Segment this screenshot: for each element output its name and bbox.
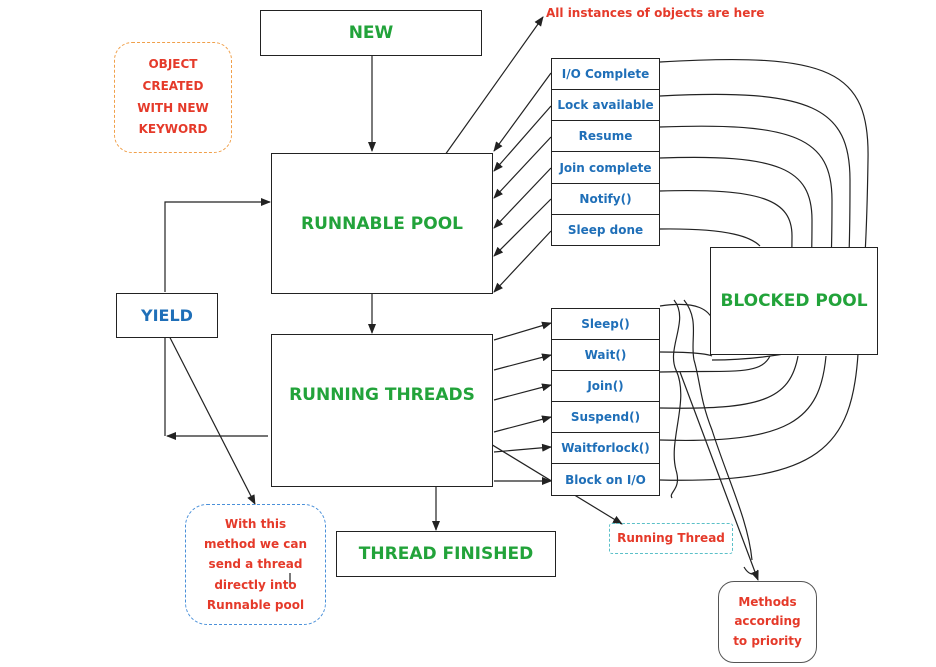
method-label: Sleep() [581,317,630,331]
yield-box: YIELD [116,293,218,338]
priority-curve-left [670,299,682,499]
arrow-io-complete [493,72,552,152]
yield-method-text: With this method we can send a thread di… [203,516,308,613]
method-label: Suspend() [570,410,641,424]
arrow-resume [493,136,552,199]
runnable-pool-label: RUNNABLE POOL [300,213,464,234]
curve-wait-to-blocked [659,351,713,357]
thread-finished-label: THREAD FINISHED [358,544,534,564]
all-instances-label: All instances of objects are here [546,6,764,20]
curve-suspend-to-blocked [659,355,799,409]
new-label: NEW [348,23,394,43]
object-created-note: OBJECT CREATED WITH NEW KEYWORD [114,42,232,153]
event-label: Notify() [579,192,632,206]
curve-blocked-sleep-done [659,228,761,247]
event-notify: Notify() [551,183,660,215]
pointer-methods-priority [679,371,759,581]
event-sleep-done: Sleep done [551,214,660,246]
method-label: Block on I/O [565,472,646,487]
arrow-sleep-done [493,230,552,293]
curve-blockio-to-blocked [659,353,859,481]
arrow-notify [493,198,552,257]
event-join-complete: Join complete [551,151,660,184]
event-label: Sleep done [567,223,644,237]
runnable-pool-box: RUNNABLE POOL [271,153,493,294]
yield-method-note: With this method we can send a thread di… [185,504,326,625]
event-resume: Resume [551,120,660,152]
pointer-yield-note [161,321,256,505]
curve-sleep-to-blocked [659,303,713,319]
arrow-yield-to-runnable [164,198,271,292]
curve-waitforlock-to-blocked [659,355,827,442]
arrow-to-sleep [493,321,552,341]
event-io-complete: I/O Complete [551,58,660,90]
curve-join-to-blocked [659,355,771,373]
object-created-text: OBJECT CREATED WITH NEW KEYWORD [137,57,209,137]
arrow-lock-available [493,105,552,172]
all-instances-text: All instances of objects are here [546,6,765,20]
blocked-pool-label: BLOCKED POOL [720,291,868,311]
method-sleep: Sleep() [551,308,660,340]
methods-priority-note: Methods according to priority [718,581,817,663]
method-label: Wait() [584,348,627,362]
new-box: NEW [260,10,482,56]
method-waitforlock: Waitforlock() [551,432,660,464]
thread-finished-box: THREAD FINISHED [336,531,556,577]
arrow-join-complete [493,167,552,229]
event-label: I/O Complete [561,67,650,81]
arrow-to-join [493,383,552,401]
method-label: Join() [587,379,624,393]
running-thread-text: Running Thread [617,531,725,545]
running-threads-box: RUNNING THREADS [271,334,493,487]
methods-priority-text: Methods according to priority [733,595,802,648]
method-label: Waitforlock() [561,441,650,455]
running-threads-label: RUNNING THREADS [289,384,475,405]
method-wait: Wait() [551,339,660,371]
method-suspend: Suspend() [551,401,660,433]
running-thread-note: Running Thread [609,523,733,554]
event-label: Lock available [557,98,654,112]
arrow-to-suspend [493,415,552,433]
priority-curve-right [683,299,753,561]
arrow-to-wait [493,353,552,371]
event-lock-available: Lock available [551,89,660,121]
blocked-pool-box: BLOCKED POOL [710,247,878,355]
yield-label: YIELD [141,306,193,325]
method-block-on-io: Block on I/O [551,463,660,496]
event-label: Join complete [559,160,652,175]
event-label: Resume [578,129,633,143]
method-join: Join() [551,370,660,402]
